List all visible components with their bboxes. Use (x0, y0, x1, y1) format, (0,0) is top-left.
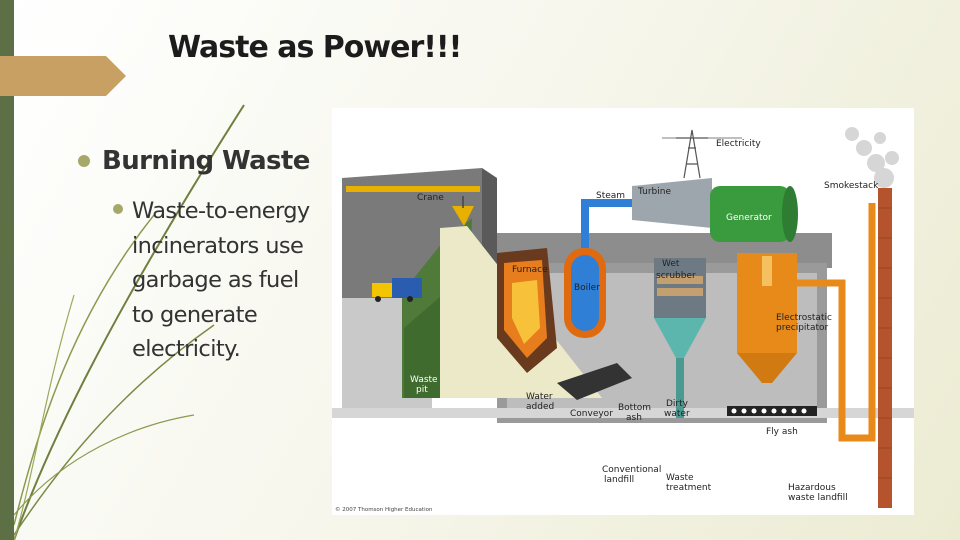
label-bottom-ash-2: ash (626, 413, 642, 423)
label-steam: Steam (596, 191, 625, 201)
label-fly-ash: Fly ash (766, 427, 798, 437)
label-hazardous-1: Hazardous (788, 483, 836, 493)
label-water-added-1: Water (526, 392, 553, 402)
label-crane: Crane (417, 193, 444, 203)
label-turbine: Turbine (637, 187, 671, 197)
sub-bullet-dot-icon (113, 204, 123, 214)
label-wet-scrubber-1: Wet (662, 259, 680, 269)
copyright-notice: © 2007 Thomson Higher Education (335, 506, 433, 513)
label-waste-treatment-1: Waste (666, 473, 694, 483)
label-water-added-2: added (526, 402, 554, 412)
decorative-fronds (14, 104, 245, 540)
label-conveyor: Conveyor (570, 409, 613, 419)
bullet-text: Burning Waste (102, 146, 310, 176)
label-electrostatic-1: Electrostatic (776, 313, 832, 323)
slide-title: Waste as Power!!! (168, 30, 462, 65)
label-landfill-2: landfill (604, 475, 634, 485)
label-generator: Generator (726, 213, 772, 223)
label-dirty-water-1: Dirty (666, 399, 689, 409)
label-electricity: Electricity (716, 139, 761, 149)
label-hazardous-2: waste landfill (788, 493, 848, 503)
label-electrostatic-2: precipitator (776, 323, 828, 333)
label-dirty-water-2: water (664, 409, 690, 419)
bullet-dot-icon (78, 155, 90, 167)
label-bottom-ash-1: Bottom (618, 403, 651, 413)
label-waste-pit-2: pit (416, 385, 428, 395)
sub-bullet-text: Waste-to-energy incinerators use garbage… (132, 198, 310, 362)
title-tab-arrow (0, 56, 126, 96)
label-furnace: Furnace (512, 265, 548, 275)
left-accent-bar (0, 0, 14, 540)
incinerator-illustration: Electricity Smokestack Steam Turbine Cra… (332, 127, 914, 513)
label-smokestack: Smokestack (824, 181, 879, 191)
label-landfill-1: Conventional (602, 465, 661, 475)
label-waste-pit-1: Waste (410, 375, 438, 385)
label-wet-scrubber-2: scrubber (656, 271, 696, 281)
bullet-burning-waste: Burning Waste (78, 146, 310, 176)
label-boiler: Boiler (574, 283, 600, 293)
label-waste-treatment-2: treatment (666, 483, 712, 493)
incinerator-diagram: Electricity Smokestack Steam Turbine Cra… (332, 108, 914, 515)
